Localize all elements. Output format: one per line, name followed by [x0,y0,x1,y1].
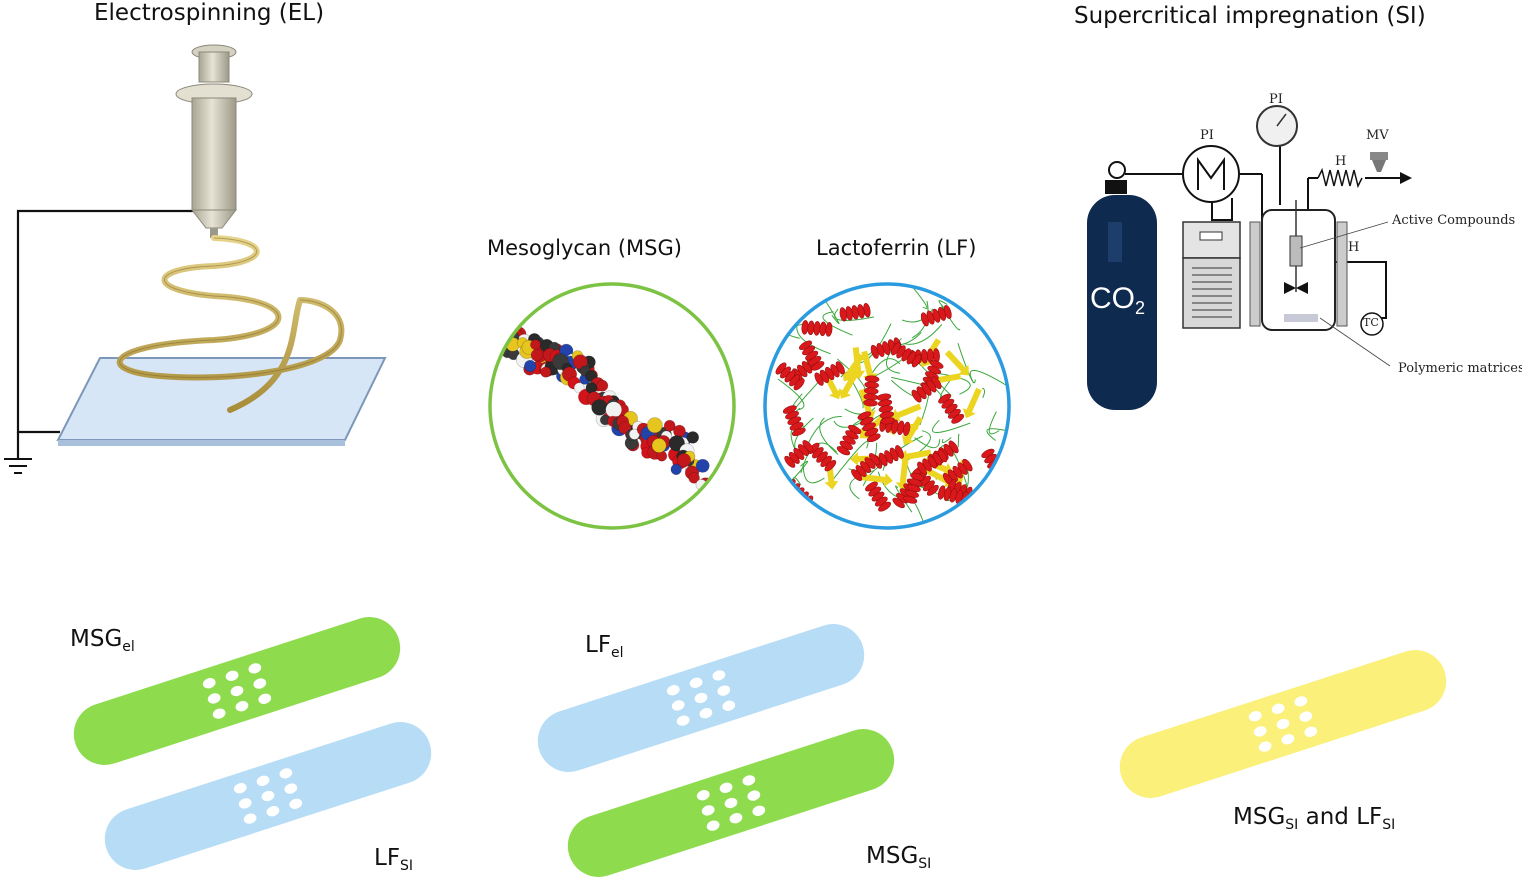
polymeric-matrices-label: Polymeric matrices [1398,361,1522,376]
pi-left-label: PI [1200,128,1214,143]
patch-hole [284,783,298,794]
patch-hole [225,670,239,681]
active-compounds-label: Active Compounds [1392,213,1516,228]
patch-hole [289,798,303,809]
patch-hole [752,805,766,816]
patch-lf-si [104,722,432,870]
lf-molecule-label: Lactoferrin (LF) [816,236,977,260]
combo-si-label: MSGSI and LFSI [1233,804,1396,833]
heater-coil [1317,167,1363,189]
impregnation-vessel [1249,200,1348,331]
patch-hole [747,790,761,801]
patch-hole [666,685,680,696]
patch-hole [1304,726,1318,737]
patch-hole [230,685,244,697]
msg-el-label: MSGel [70,626,135,655]
tc-label: TC [1363,316,1379,329]
patch-hole [256,775,270,786]
patch-hole [279,768,293,779]
msg-si-label: MSGSI [866,843,932,872]
patch-hole [706,820,720,831]
ground-icon [4,458,32,474]
patch-msg-el [73,617,401,765]
patch-lf-el [537,624,865,772]
heater-jacket-label: H [1348,240,1360,255]
electrode-wire [16,209,196,434]
patch-hole [689,677,703,688]
mv-label: MV [1366,128,1389,143]
patch-hole [1294,696,1308,707]
patch-hole [202,678,216,689]
patch-hole [724,797,738,809]
patch-hole [1281,734,1295,745]
patch-hole [207,693,221,704]
patch-hole [1258,741,1272,752]
pi-top-label: PI [1269,92,1283,107]
patch-hole [266,806,280,817]
heater-label: H [1335,154,1347,169]
patch-hole [235,701,249,712]
patch-hole [253,678,267,689]
patch-hole [248,663,262,674]
patch-hole [1276,718,1290,730]
lf-molecule [763,282,1011,530]
patch-hole [719,782,733,793]
patch-hole [238,798,252,809]
patch-hole [1248,711,1262,722]
pressure-gauge-icon [1256,105,1298,147]
patch-hole [676,715,690,726]
patch-hole [1299,711,1313,722]
valve-icon [1370,152,1388,172]
supercritical-setup [1087,105,1412,410]
supercritical-title: Supercritical impregnation (SI) [1074,3,1426,29]
msg-molecule-label: Mesoglycan (MSG) [487,236,682,260]
patch-hole [258,693,272,704]
patch-hole [701,805,715,816]
lf-si-label: LFSI [374,845,414,874]
patch-hole [233,783,247,794]
patch-hole [261,790,275,802]
patch-hole [1271,703,1285,714]
patch-hole [699,708,713,719]
pump-icon [1182,145,1240,203]
patch-hole [717,685,731,696]
co2-cylinder [1087,161,1157,410]
collector-plate [56,357,387,441]
patch-msg-si [567,729,895,877]
patch-combined-si [1119,650,1447,798]
patch-hole [729,813,743,824]
lf-ring [763,282,1011,530]
chiller-icon [1182,221,1241,329]
patch-hole [694,692,708,704]
patch-hole [243,813,257,824]
patch-hole [696,790,710,801]
msg-ring [488,282,736,530]
patch-hole [712,670,726,681]
patch-hole [671,700,685,711]
patch-hole [722,700,736,711]
co2-label: CO2 [1090,282,1146,318]
tc-icon [1360,312,1384,336]
electrospinning-title: Electrospinning (EL) [94,0,325,26]
lf-el-label: LFel [585,632,624,661]
msg-molecule [488,282,736,530]
patch-hole [212,708,226,719]
patch-hole [742,775,756,786]
electrospinning-illustration [4,44,387,474]
syringe-icon [175,44,253,238]
patch-hole [1253,726,1267,737]
